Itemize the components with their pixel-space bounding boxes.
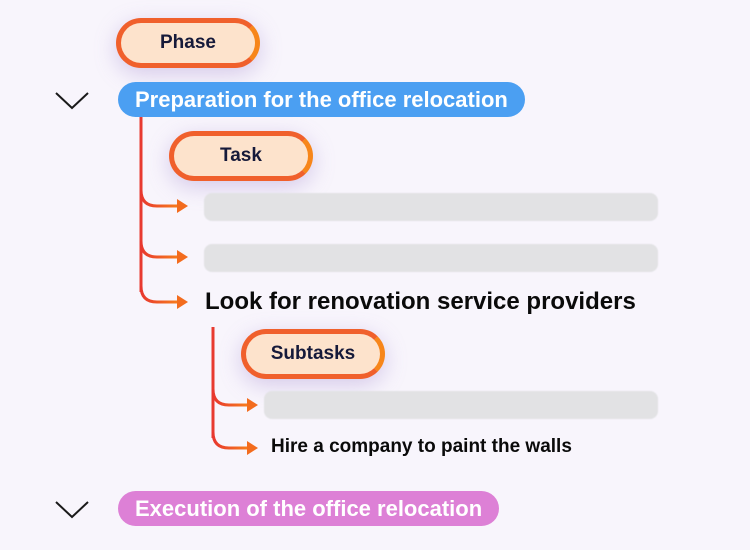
phase-execution[interactable]: Execution of the office relocation xyxy=(118,491,500,526)
arrow-right-icon xyxy=(247,441,258,455)
arrow-right-icon xyxy=(247,398,258,412)
subtask-2-branch xyxy=(211,431,248,450)
task-redacted xyxy=(204,244,658,272)
subtask-paint-walls[interactable]: Hire a company to paint the walls xyxy=(271,436,572,457)
chevron-down-icon[interactable] xyxy=(55,92,89,110)
arrow-right-icon xyxy=(177,199,188,213)
task-label: Task xyxy=(169,131,313,181)
subtasks-label: Subtasks xyxy=(241,329,385,379)
task-2-branch xyxy=(139,240,178,259)
chevron-down-icon[interactable] xyxy=(55,501,89,519)
task-1-branch xyxy=(139,189,178,208)
subtask-redacted xyxy=(264,391,658,419)
arrow-right-icon xyxy=(177,250,188,264)
task-3-branch xyxy=(139,285,178,304)
subtask-1-branch xyxy=(211,388,248,407)
phase-preparation[interactable]: Preparation for the office relocation xyxy=(118,82,525,117)
phase-label: Phase xyxy=(116,18,260,68)
arrow-right-icon xyxy=(177,295,188,309)
task-renovation-providers[interactable]: Look for renovation service providers xyxy=(205,288,636,315)
task-redacted xyxy=(204,193,658,221)
